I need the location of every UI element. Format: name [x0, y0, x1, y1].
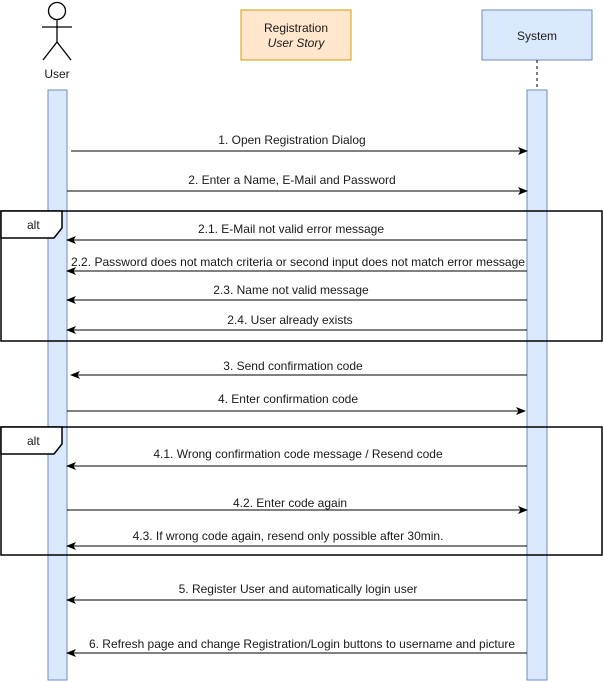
message-2: 2. Enter a Name, E-Mail and Password [67, 173, 528, 195]
message-4: 4. Enter confirmation code [67, 392, 526, 415]
registration-note [240, 9, 352, 61]
message-3: 3. Send confirmation code [70, 359, 527, 379]
user-lifeline [47, 89, 68, 681]
message-4-1: 4.1. Wrong confirmation code message / R… [66, 447, 527, 470]
system-lifeline [526, 89, 548, 681]
system-actor-label: System [517, 29, 557, 43]
note-subtitle: User Story [268, 36, 326, 50]
message-4-2: 4.2. Enter code again [67, 496, 528, 514]
message-4-1-label: 4.1. Wrong confirmation code message / R… [153, 447, 443, 461]
message-2-4: 2.4. User already exists [66, 313, 527, 334]
message-5: 5. Register User and automatically login… [66, 582, 527, 604]
message-1-label: 1. Open Registration Dialog [218, 133, 365, 147]
message-2-label: 2. Enter a Name, E-Mail and Password [188, 173, 395, 187]
user-actor-icon [42, 1, 72, 61]
message-1: 1. Open Registration Dialog [71, 133, 528, 155]
user-actor-label: User [44, 67, 69, 81]
system-actor-box [481, 9, 593, 61]
message-2-2: 2.2. Password does not match criteria or… [66, 255, 527, 275]
alt-fragment-1: alt [0, 210, 603, 342]
message-6: 6. Refresh page and change Registration/… [66, 637, 527, 657]
note-title: Registration [264, 21, 328, 35]
message-2-3: 2.3. Name not valid message [66, 283, 527, 304]
message-4-3: 4.3. If wrong code again, resend only po… [66, 529, 527, 550]
message-2-1: 2.1. E-Mail not valid error message [66, 222, 527, 244]
alt-fragment-2-label: alt [27, 434, 40, 448]
message-4-3-label: 4.3. If wrong code again, resend only po… [133, 529, 444, 543]
message-3-label: 3. Send confirmation code [223, 359, 363, 373]
message-2-4-label: 2.4. User already exists [227, 313, 352, 327]
alt-fragment-2: alt [0, 426, 603, 556]
message-5-label: 5. Register User and automatically login… [179, 582, 418, 596]
message-4-2-label: 4.2. Enter code again [233, 496, 347, 510]
alt-fragment-1-label: alt [27, 218, 40, 232]
message-6-label: 6. Refresh page and change Registration/… [89, 637, 515, 651]
message-2-1-label: 2.1. E-Mail not valid error message [198, 222, 384, 236]
message-2-2-label: 2.2. Password does not match criteria or… [71, 255, 525, 269]
message-4-label: 4. Enter confirmation code [218, 392, 358, 406]
message-2-3-label: 2.3. Name not valid message [213, 283, 369, 297]
